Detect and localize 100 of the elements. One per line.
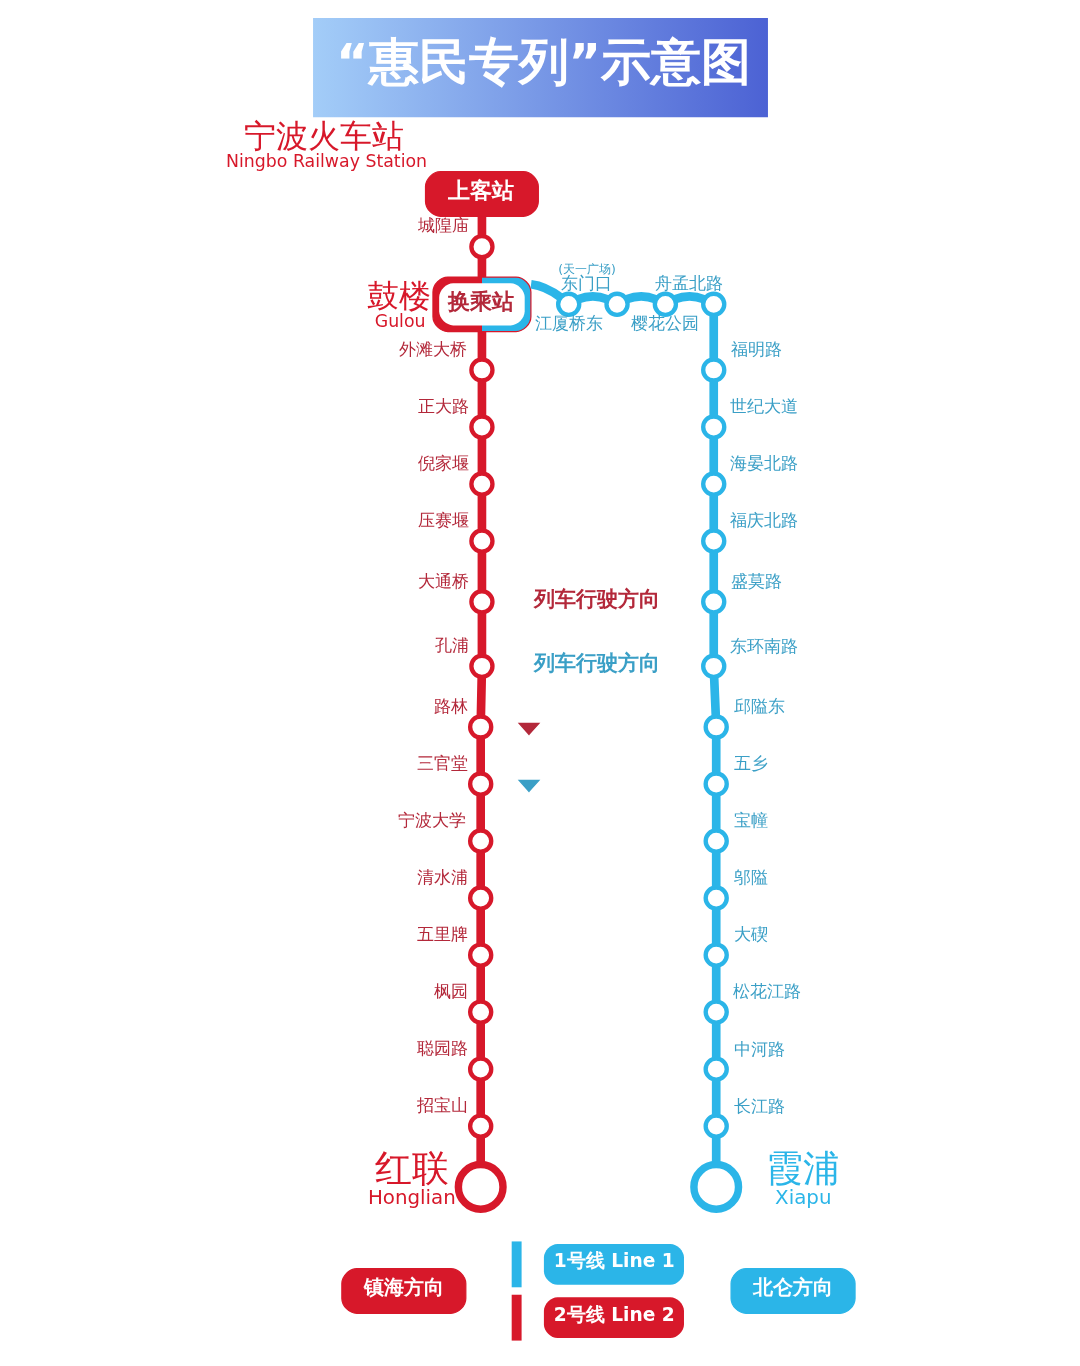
connector: [711, 851, 721, 888]
connector: [708, 494, 718, 531]
node-label: 福庆北路: [729, 510, 798, 531]
node-label: 海晏北路: [729, 453, 798, 474]
node-label: 清水浦: [416, 866, 468, 887]
connector: [708, 551, 718, 592]
node-label: 樱花公园: [630, 312, 699, 333]
node-label: 中河路: [733, 1038, 785, 1059]
node-circle: [467, 885, 493, 911]
node-label: 三官堂: [416, 752, 468, 773]
node-circle: [700, 589, 726, 615]
node-label: 路林: [433, 695, 468, 716]
connector: [711, 908, 721, 945]
node-circle: [703, 1113, 729, 1139]
connector: [529, 279, 563, 301]
diagram-title: “惠民专列”示意图: [335, 32, 751, 91]
connector: [475, 851, 485, 888]
connector: [477, 216, 486, 236]
node-circle: [703, 885, 729, 911]
node-circle: [468, 233, 495, 260]
node-circle: [468, 589, 495, 615]
node-circle: [468, 528, 495, 554]
node-circle: [703, 771, 729, 797]
node-circle: [703, 942, 729, 968]
connector: [708, 437, 718, 474]
node-label: 宝幢: [733, 810, 768, 831]
node-label: 鼓楼: [366, 276, 431, 315]
connector: [624, 292, 657, 304]
connector: [711, 737, 721, 774]
node-label: 邱隘东: [733, 696, 785, 717]
node-box: 镇海方向: [340, 1268, 466, 1314]
connector: [475, 1022, 485, 1059]
connector: [475, 737, 485, 774]
node-box: 上客站: [424, 171, 539, 217]
connector: [708, 314, 718, 360]
connector: [711, 1137, 721, 1165]
node-label: 盛莫路: [730, 571, 782, 592]
node-label: 外滩大桥: [399, 338, 467, 359]
node-label: 东环南路: [729, 635, 798, 656]
node-circle: [689, 1160, 742, 1213]
connector: [711, 1079, 721, 1116]
node-label: 宁波大学: [397, 809, 466, 830]
connector: [475, 1137, 485, 1165]
connector: [708, 380, 718, 417]
node-label: 世纪大道: [729, 396, 798, 417]
connector: [476, 677, 486, 717]
node-circle: [603, 291, 630, 318]
node-label: 舟孟北路: [654, 273, 723, 294]
node-label: 城隍庙: [417, 215, 469, 236]
node-label: 正大路: [417, 395, 469, 416]
connector: [477, 380, 486, 417]
node-circle: [700, 357, 726, 383]
legend-label: 1号线 Line 1: [553, 1250, 675, 1272]
connector: [672, 292, 705, 304]
connector: [477, 331, 486, 360]
node-label: 枫园: [433, 980, 468, 1001]
node-label: 江厦桥东: [534, 312, 603, 333]
node-circle: [467, 942, 493, 968]
node-circle: [468, 357, 495, 383]
node-label: 压赛堰: [417, 509, 469, 530]
node-circle: [467, 1113, 493, 1139]
node-label: 孔浦: [434, 635, 469, 656]
node-label: 大通桥: [417, 570, 469, 591]
connector: [475, 1079, 485, 1116]
node-circle: [468, 653, 495, 679]
connector: [711, 965, 721, 1002]
node-circle: [700, 471, 726, 497]
node-label: 倪家堰: [417, 452, 469, 473]
node-circle: [703, 999, 729, 1025]
connector: [477, 612, 486, 656]
node-circle: [703, 828, 729, 854]
node-box: 北仑方向: [729, 1268, 856, 1314]
connector: [477, 551, 486, 592]
connector: [477, 437, 486, 474]
node-circle: [468, 471, 495, 497]
node-circle: [467, 714, 493, 740]
label: 列车行驶方向: [533, 585, 660, 611]
node-label: Ningbo Railway Station: [225, 150, 427, 171]
node-label: 长江路: [733, 1095, 785, 1116]
connector: [709, 676, 720, 717]
connector: [477, 494, 486, 531]
connector: [477, 257, 486, 277]
node-circle: [700, 653, 726, 679]
connector: [711, 794, 721, 831]
node-circle: [467, 828, 493, 854]
node-label: 福明路: [730, 339, 782, 360]
label: 列车行驶方向: [533, 650, 660, 676]
node-label: 五里牌: [416, 923, 468, 944]
node-label: 邬隘: [733, 867, 768, 888]
node-circle: [454, 1160, 507, 1213]
connector: [708, 612, 718, 656]
node-label: 大碶: [733, 924, 768, 945]
node-label: 松花江路: [732, 981, 801, 1002]
connector: [576, 292, 609, 304]
node-circle: [703, 714, 729, 740]
connector: [475, 908, 485, 945]
node-circle: [700, 528, 726, 554]
node-label: 聪园路: [416, 1037, 468, 1058]
node-circle: [467, 999, 493, 1025]
node-circle: [700, 291, 726, 318]
